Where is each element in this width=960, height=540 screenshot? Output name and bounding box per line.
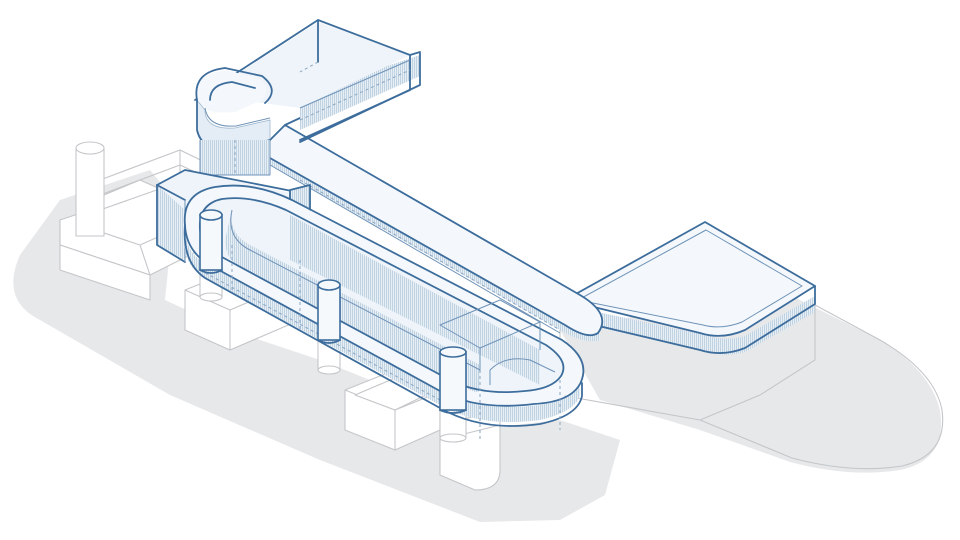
right-deck-slab [564,221,816,355]
pool-column-1 [199,209,223,274]
oval-pool [183,184,585,440]
ghost-right-deck [559,300,944,470]
pool-column-3 [439,346,467,414]
pool-column-2 [317,279,341,344]
ghost-left-post [75,141,105,237]
upper-curved-loop [195,67,273,163]
middle-connector-box [199,140,271,176]
long-bench-wall [269,117,604,342]
